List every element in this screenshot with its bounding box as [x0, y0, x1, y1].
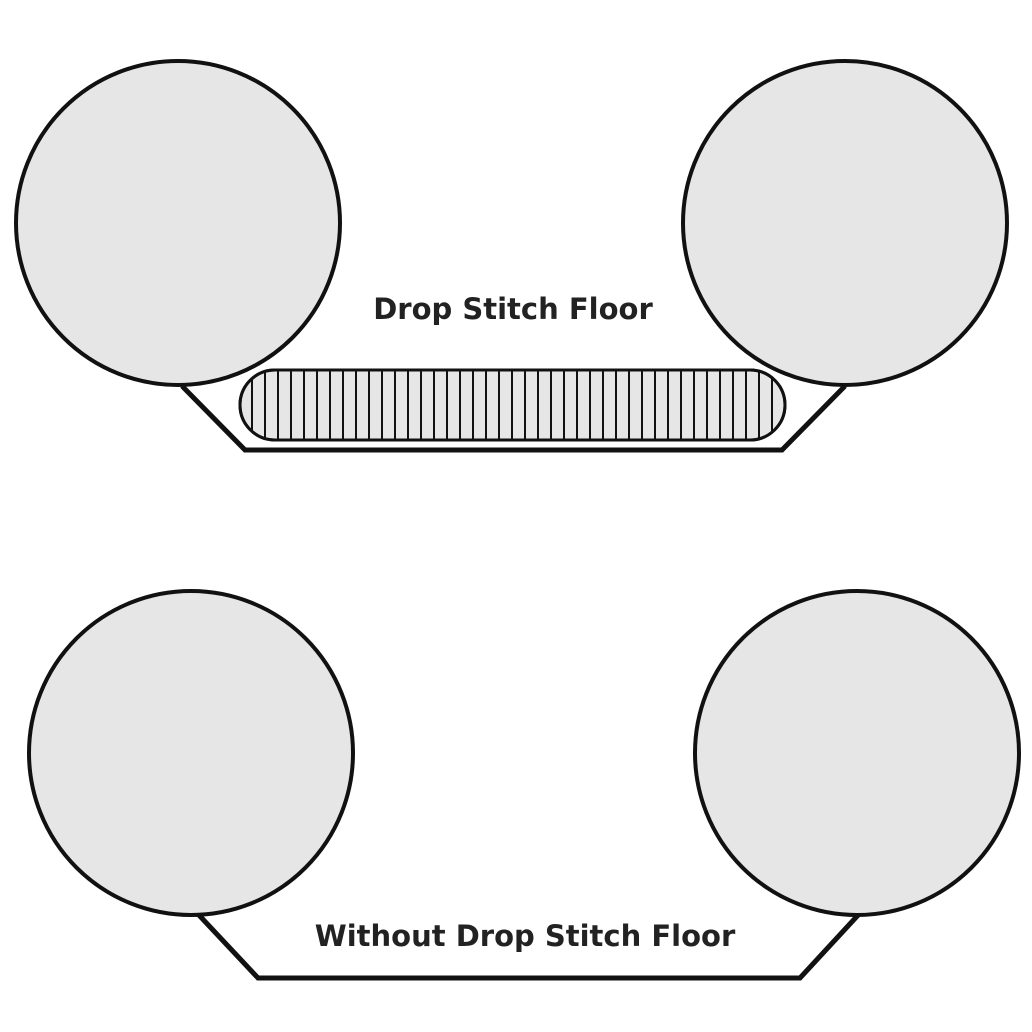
drop-stitch-floor-border [238, 368, 787, 442]
hull-outline-bottom [195, 911, 862, 981]
without-drop-stitch-floor-section: Without Drop Stitch Floor [27, 589, 1021, 981]
with-drop-stitch-floor-section: Drop Stitch Floor [14, 59, 1009, 453]
left-tube-bottom [27, 589, 355, 917]
drop-stitch-threads [251, 370, 773, 440]
drop-stitch-floor-label: Drop Stitch Floor [373, 292, 653, 326]
without-drop-stitch-floor-label: Without Drop Stitch Floor [315, 919, 736, 953]
right-tube-top [681, 59, 1009, 387]
right-tube-bottom [693, 589, 1021, 917]
left-tube-top [14, 59, 342, 387]
hull-outline-top [180, 384, 847, 453]
drop-stitch-floor [238, 368, 787, 442]
